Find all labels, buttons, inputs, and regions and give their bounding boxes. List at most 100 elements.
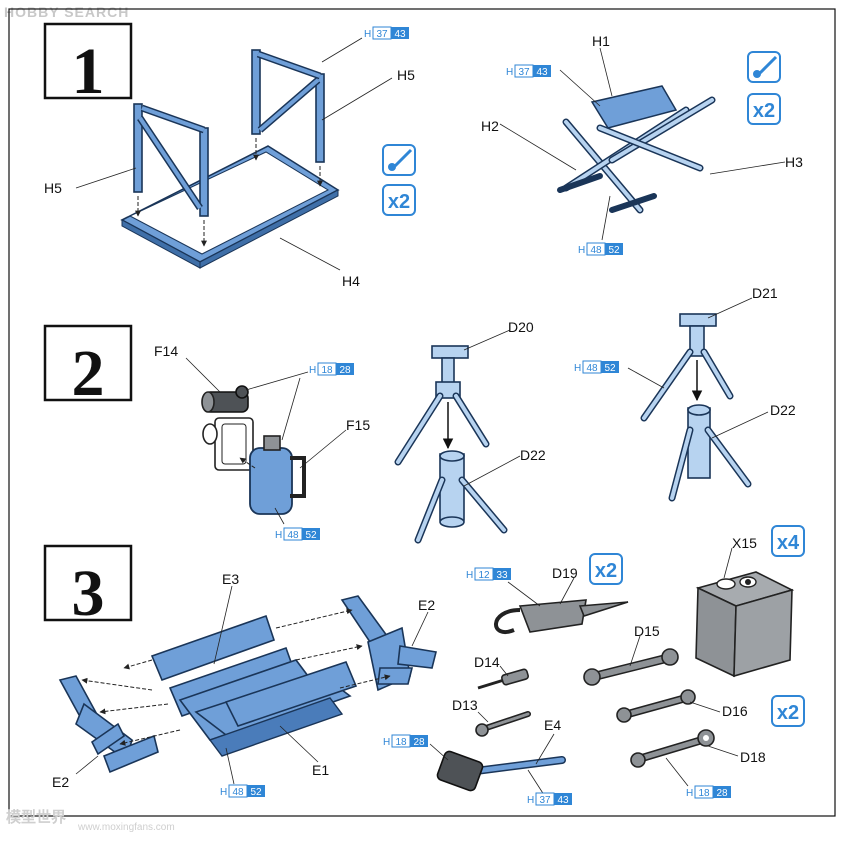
svg-text:18: 18 [321, 365, 333, 376]
part-lamp-bottle [201, 385, 306, 515]
svg-text:x2: x2 [753, 100, 775, 122]
svg-text:18: 18 [395, 737, 407, 748]
step-number: 1 [72, 35, 105, 108]
part-tripod-exploded [394, 345, 508, 544]
svg-text:x2: x2 [388, 191, 410, 213]
svg-text:28: 28 [413, 737, 425, 748]
svg-text:33: 33 [496, 570, 508, 581]
part-label: X15 [732, 535, 757, 551]
part-label: E3 [222, 571, 239, 587]
svg-text:x4: x4 [777, 532, 800, 554]
part-jerry-can [695, 571, 795, 678]
part-leg-frame-right [251, 49, 325, 163]
svg-text:37: 37 [376, 29, 388, 40]
paint-code: H 48 52 [574, 360, 619, 374]
part-label: D21 [752, 285, 778, 301]
part-label: E4 [544, 717, 561, 733]
part-leg-frame-left [133, 103, 209, 217]
svg-text:H: H [383, 737, 390, 748]
part-tripod-assembled [640, 313, 752, 502]
page-frame [8, 8, 836, 817]
svg-text:43: 43 [394, 29, 406, 40]
part-label: D19 [552, 565, 578, 581]
svg-text:52: 52 [305, 530, 317, 541]
paint-code: H 18 28 [383, 734, 428, 748]
svg-text:12: 12 [478, 570, 490, 581]
part-end-frame-left [58, 675, 159, 774]
step-2: 2 F14 F15 H 18 28 H [43, 285, 796, 544]
watermark-bottom: 模型世界 [6, 809, 67, 826]
step-1: 1 [43, 22, 803, 289]
part-screwdriver [477, 668, 529, 690]
part-label: D16 [722, 703, 748, 719]
multiply-icon: x2 [589, 553, 623, 585]
svg-text:37: 37 [518, 67, 530, 78]
part-label: D22 [770, 402, 796, 418]
svg-text:H: H [506, 67, 513, 78]
watermark-top: HOBBY SEARCH [4, 4, 130, 20]
svg-text:H: H [686, 788, 693, 799]
svg-text:28: 28 [339, 365, 351, 376]
svg-text:52: 52 [608, 245, 620, 256]
multiply-icon: x4 [771, 525, 805, 557]
svg-text:x2: x2 [595, 560, 617, 582]
part-wrench-ring [630, 729, 715, 768]
part-label: D15 [634, 623, 660, 639]
step-number-box [43, 22, 133, 100]
cement-icon [747, 51, 781, 83]
svg-text:52: 52 [250, 787, 262, 798]
part-label: H5 [44, 180, 62, 196]
svg-text:H: H [527, 795, 534, 806]
paint-code: H 18 28 [686, 785, 731, 799]
part-wrench-large [583, 648, 679, 686]
step-number-box [43, 544, 133, 622]
part-label: D14 [474, 654, 500, 670]
part-label: F14 [154, 343, 178, 359]
multiply-icon: x2 [747, 93, 781, 125]
part-label: E2 [418, 597, 435, 613]
part-label: H2 [481, 118, 499, 134]
paint-code: H 48 52 [275, 527, 320, 541]
part-label: D18 [740, 749, 766, 765]
part-wrench-medium [616, 689, 696, 723]
part-label: H1 [592, 33, 610, 49]
part-folding-stool [557, 85, 716, 214]
paint-code: H 12 33 [466, 567, 511, 581]
watermark-url: www.moxingfans.com [78, 822, 175, 833]
part-rail-assembly [150, 614, 358, 757]
part-table-top [120, 145, 340, 269]
paint-code: H 48 52 [578, 242, 623, 256]
svg-text:48: 48 [590, 245, 602, 256]
paint-code: H 48 52 [220, 784, 265, 798]
svg-text:48: 48 [586, 363, 598, 374]
svg-text:x2: x2 [777, 702, 799, 724]
paint-code: H 37 43 [506, 64, 551, 78]
part-label: D20 [508, 319, 534, 335]
part-label: H5 [397, 67, 415, 83]
svg-text:52: 52 [604, 363, 616, 374]
svg-text:H: H [578, 245, 585, 256]
svg-text:H: H [364, 29, 371, 40]
part-wrench-small [475, 711, 531, 737]
svg-text:18: 18 [698, 788, 710, 799]
paint-code: H 18 28 [309, 362, 354, 376]
step-3: 3 [43, 525, 805, 806]
svg-text:H: H [275, 530, 282, 541]
multiply-icon: x2 [771, 695, 805, 727]
cement-icon [382, 144, 416, 176]
part-label: E2 [52, 774, 69, 790]
paint-code: H 37 43 [527, 792, 572, 806]
svg-text:28: 28 [716, 788, 728, 799]
part-label: D13 [452, 697, 478, 713]
svg-text:43: 43 [557, 795, 569, 806]
part-sledge-hammer [436, 750, 566, 792]
multiply-icon: x2 [382, 184, 416, 216]
svg-text:H: H [466, 570, 473, 581]
svg-text:48: 48 [232, 787, 244, 798]
part-label: F15 [346, 417, 370, 433]
step-number-box [43, 324, 133, 402]
step-number: 3 [72, 557, 105, 630]
svg-text:37: 37 [539, 795, 551, 806]
svg-text:43: 43 [536, 67, 548, 78]
part-oil-can [494, 599, 629, 634]
